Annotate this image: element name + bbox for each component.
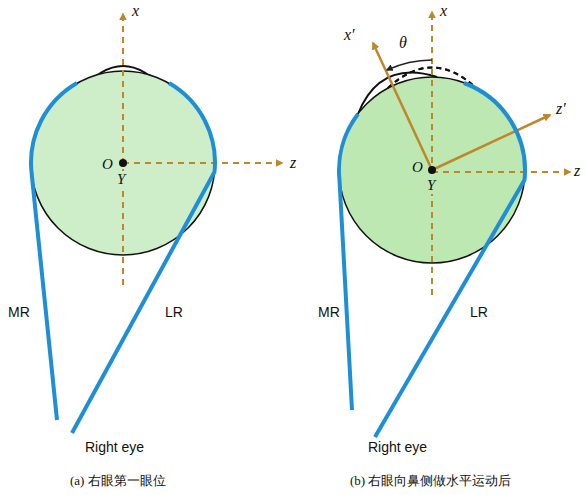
muscle-label: LR — [470, 305, 488, 320]
eyeball-b — [339, 12, 570, 437]
axis-label: z′ — [556, 100, 566, 118]
axis-label: z — [290, 154, 296, 172]
eye-label: Right eye — [85, 440, 144, 455]
axis-label: Y — [116, 171, 126, 188]
eyeball-a — [31, 14, 282, 433]
origin-label: O — [101, 156, 114, 173]
axis-label: x — [132, 2, 139, 20]
origin-label: O — [411, 159, 424, 176]
eye-label: Right eye — [368, 440, 427, 455]
axis-label: Y — [426, 177, 436, 194]
axis-label: z — [574, 162, 580, 180]
axis-label: x′ — [344, 26, 355, 44]
caption: (a) 右眼第一眼位 — [70, 474, 166, 488]
muscle-label: LR — [165, 305, 183, 320]
axis-label: x — [440, 2, 447, 20]
muscle-label: MR — [318, 305, 340, 320]
caption: (b) 右眼向鼻侧做水平运动后 — [350, 474, 511, 488]
angle-label: θ — [399, 34, 407, 52]
muscle-label: MR — [8, 305, 30, 320]
